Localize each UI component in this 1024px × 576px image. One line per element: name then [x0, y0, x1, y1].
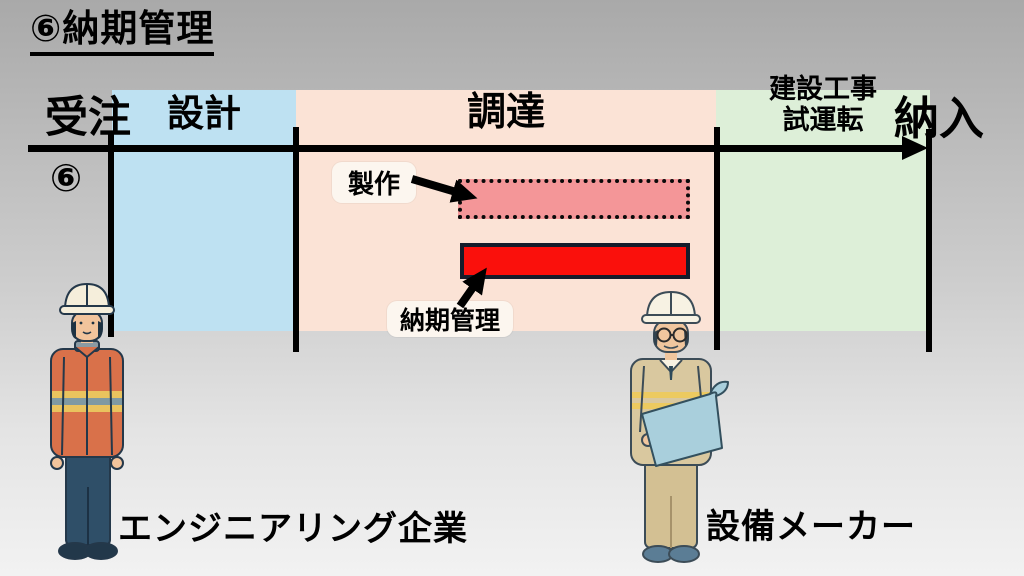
timeline-axis-line [28, 145, 906, 152]
design-phase-box [112, 90, 296, 331]
equipment-maker-label: 設備メーカー [706, 508, 916, 546]
step-number-marker: ⑥ [50, 158, 83, 200]
production-callout-label: 製作 [332, 162, 416, 203]
timeline-arrowhead [902, 136, 928, 160]
engineer-worker-illustration [50, 283, 124, 560]
construction-phase-label: 建設工事 試運転 [769, 74, 877, 136]
delivery-management-callout-label: 納期管理 [387, 301, 513, 337]
tick-procurement-construction [714, 127, 720, 350]
page-title: ⑥納期管理 [30, 8, 215, 56]
timeline-start-label: 受注 [45, 94, 131, 142]
delivery-management-bar [460, 243, 690, 279]
manufacturer-worker-illustration [630, 291, 729, 563]
production-plan-bar [458, 179, 690, 219]
tick-order-received [108, 131, 114, 337]
design-phase-label: 設計 [167, 93, 241, 134]
construction-phase-box [716, 90, 930, 331]
tick-delivery [926, 129, 932, 352]
procurement-phase-label: 調達 [466, 91, 545, 134]
timeline-end-label: 納入 [894, 93, 985, 144]
tick-design-procurement [293, 127, 299, 352]
engineering-company-label: エンジニアリング企業 [118, 510, 468, 548]
